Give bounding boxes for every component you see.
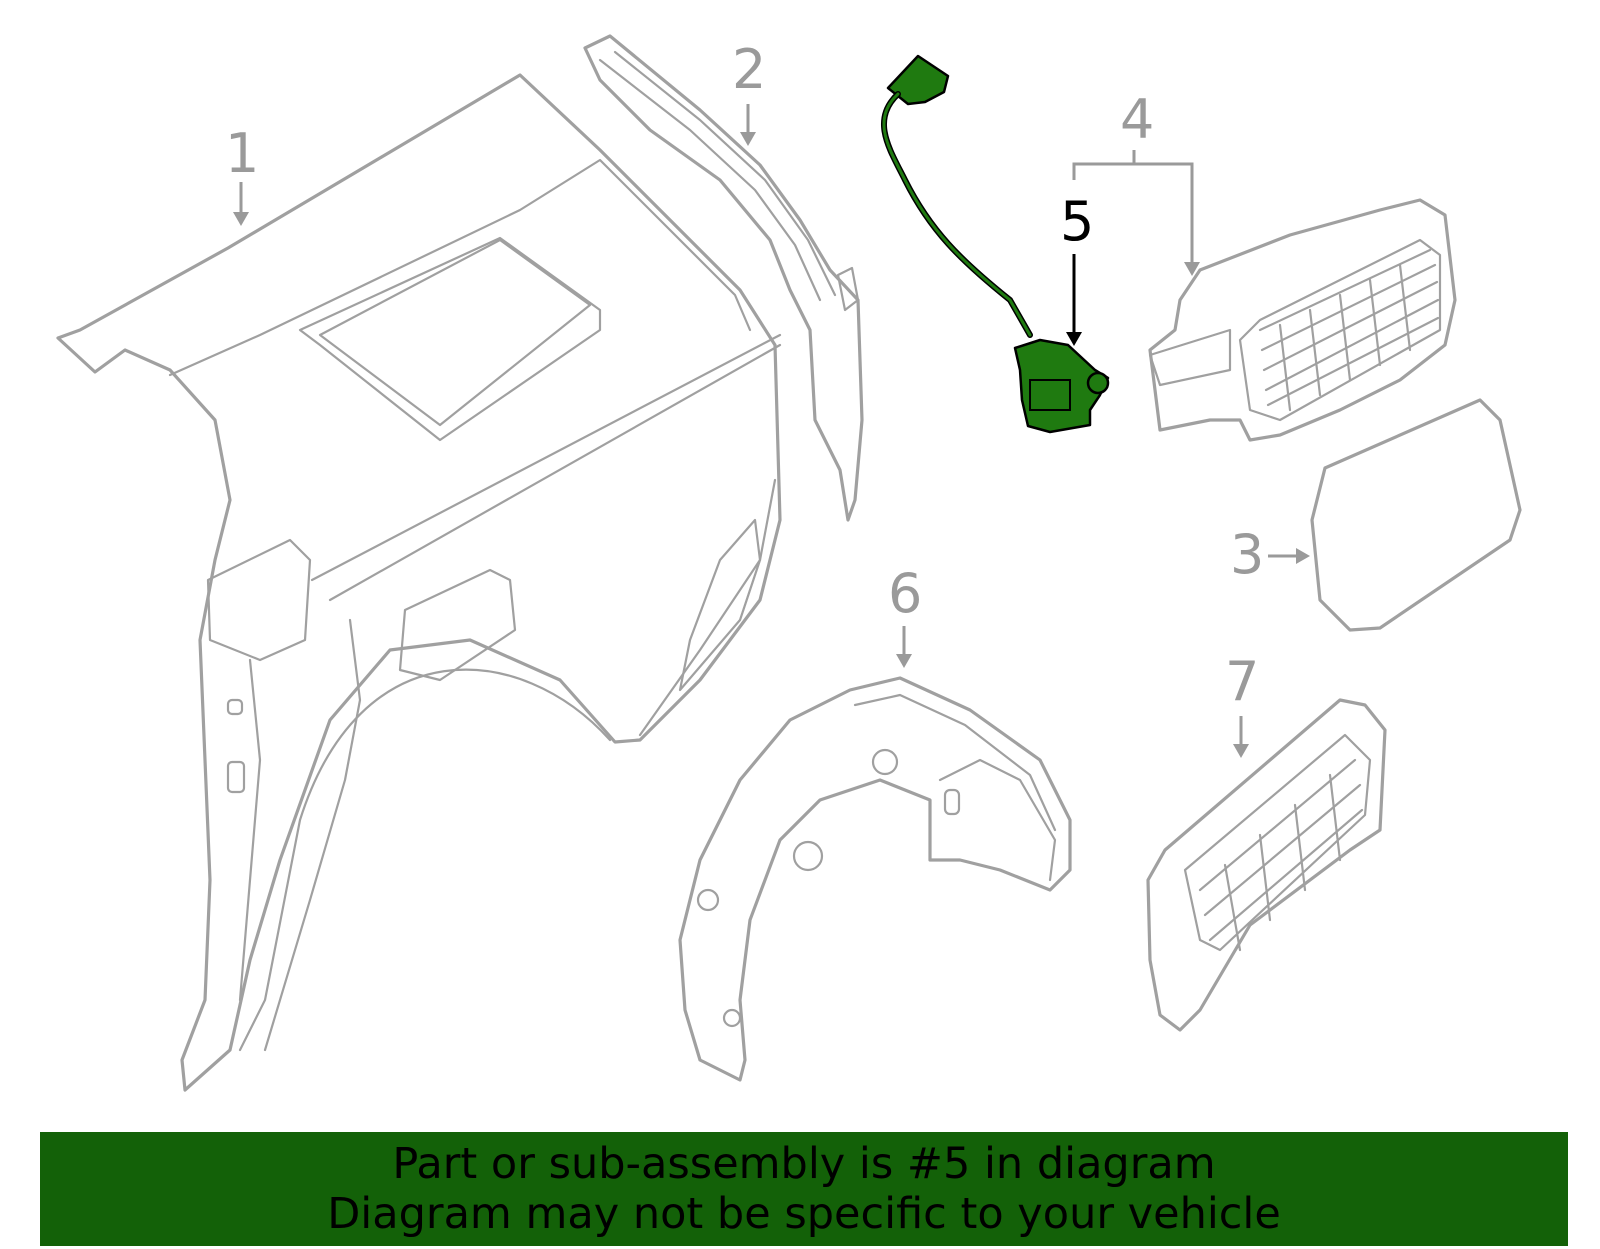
part-7-pressure-relief-vent[interactable]: [1146, 698, 1387, 1032]
part-6-wheelhouse-liner[interactable]: [678, 676, 1072, 1082]
callout-4: 4: [1120, 88, 1154, 151]
leader-1: [233, 182, 249, 226]
callout-5: 5: [1060, 190, 1094, 253]
leader-2: [740, 104, 756, 146]
callout-1: 1: [225, 122, 259, 185]
leader-3: [1268, 548, 1310, 564]
part-1-quarter-panel[interactable]: [56, 73, 782, 1092]
leader-4: [1072, 150, 1200, 276]
callout-3: 3: [1230, 523, 1264, 586]
callout-7: 7: [1225, 650, 1259, 713]
part-3-fuel-door[interactable]: [1310, 398, 1522, 632]
banner-line-1: Part or sub-assembly is #5 in diagram: [392, 1139, 1216, 1189]
callout-2: 2: [732, 38, 766, 101]
leader-7: [1233, 716, 1249, 758]
part-2-pillar-reinforcement[interactable]: [583, 34, 864, 522]
leader-5: [1066, 254, 1082, 346]
banner-line-2: Diagram may not be specific to your vehi…: [327, 1189, 1281, 1239]
info-banner: Part or sub-assembly is #5 in diagram Di…: [40, 1132, 1568, 1246]
callout-6: 6: [888, 562, 922, 625]
part-4-fuel-filler-housing[interactable]: [1148, 198, 1457, 442]
leader-6: [896, 626, 912, 668]
part-5-fuel-door-actuator[interactable]: [880, 54, 1110, 434]
parts-diagram: 1 2 3 4 5 6 7: [56, 34, 1522, 1092]
